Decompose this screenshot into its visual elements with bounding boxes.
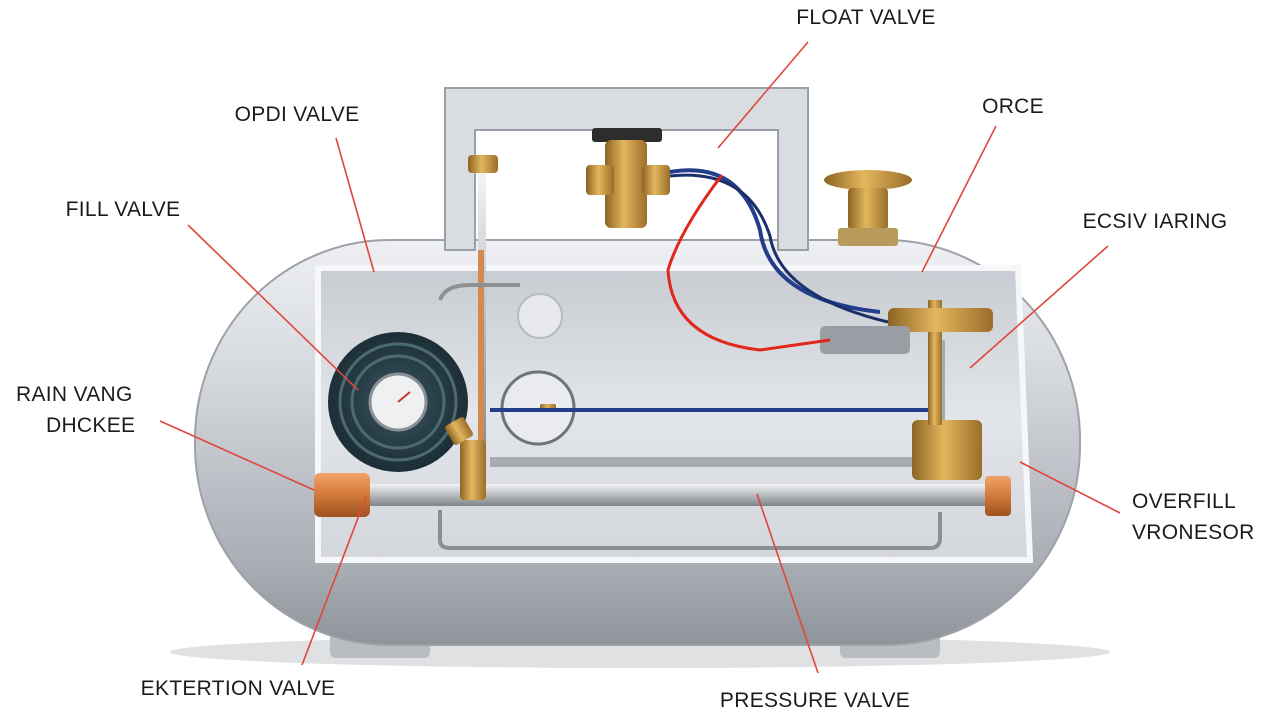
leader-fill-valve <box>187 224 359 391</box>
blue-hose-2 <box>669 173 889 324</box>
leader-overfill <box>1019 461 1121 514</box>
label-ecsiv-iaring: ECSIV IARING <box>1082 210 1228 233</box>
dip-tube-copper <box>478 250 484 460</box>
label-dhckee: DHCKEE <box>46 414 136 437</box>
lower-loop-pipe <box>438 510 942 550</box>
label-vronesor: VRONESOR <box>1132 521 1255 544</box>
guard-window-left <box>478 135 555 215</box>
label-extertion-valve: EKTERTION VALVE <box>140 677 336 700</box>
float-valve-body <box>605 140 647 228</box>
regulator-body <box>888 308 993 332</box>
leader-lines <box>159 41 1121 674</box>
label-orce: ORCE <box>982 95 1044 118</box>
return-pipe <box>438 283 520 301</box>
label-float-valve: FLOAT VALVE <box>796 6 936 29</box>
leader-ecsiv-iaring <box>969 245 1109 369</box>
regulator-fitting <box>820 326 910 354</box>
leader-float-valve <box>717 41 809 149</box>
leader-orce <box>921 125 997 273</box>
float-valve-handle <box>592 128 662 142</box>
brass-tee-left <box>460 440 486 500</box>
sight-glass-upper <box>517 293 563 339</box>
leader-pressure-valve <box>756 493 819 674</box>
copper-fitting-left <box>314 473 370 517</box>
label-opdi-valve: OPDI VALVE <box>234 103 360 126</box>
label-pressure-valve: PRESSURE VALVE <box>719 689 911 712</box>
leader-opdi-valve <box>335 137 375 273</box>
service-valve-wheel <box>824 170 912 190</box>
service-valve-body <box>848 188 888 230</box>
fill-valve-cap <box>468 155 498 173</box>
guard-collar <box>444 87 809 251</box>
brass-block-right <box>912 420 982 480</box>
label-rain-vang: RAIN VANG <box>16 383 133 406</box>
main-pipe <box>350 484 1000 506</box>
leader-extertion-valve <box>301 496 367 666</box>
copper-fitting-right <box>985 476 1011 516</box>
label-fill-valve: FILL VALVE <box>65 198 181 221</box>
leader-rain-vang <box>159 420 315 491</box>
label-overfill: OVERFILL <box>1132 490 1236 513</box>
red-hose <box>666 174 831 352</box>
